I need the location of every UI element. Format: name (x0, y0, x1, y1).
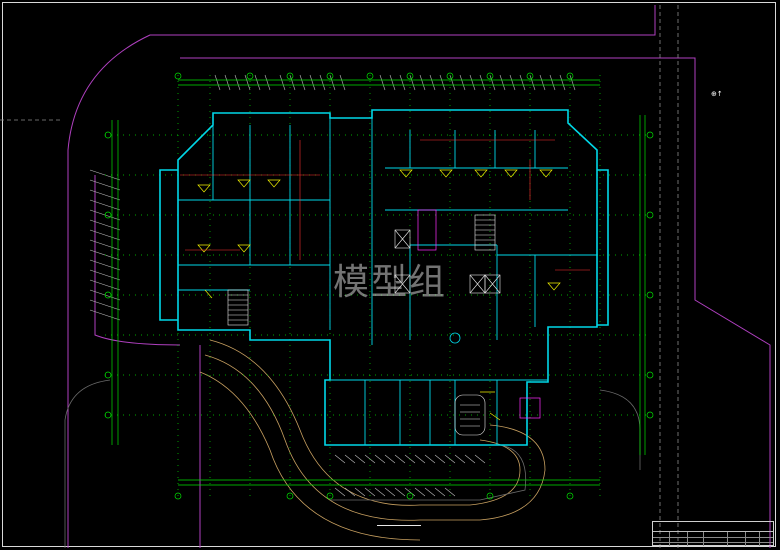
access-road (199, 339, 546, 541)
interior-walls (178, 118, 597, 445)
axis-grid (105, 75, 650, 500)
driveway (64, 379, 641, 548)
plumbing-fixtures (417, 209, 541, 419)
exterior-walls (159, 109, 609, 446)
column-marker (449, 332, 461, 344)
site-boundary (67, 5, 771, 548)
axis-bubbles (104, 72, 654, 500)
pipe-lines (180, 139, 590, 271)
plan-caption-underline (377, 525, 421, 526)
road-centerlines (0, 5, 679, 548)
watermark: 模型组 (333, 262, 448, 303)
north-arrow-icon: ⊕↑ (711, 90, 723, 98)
stairs (227, 214, 496, 436)
elevators (394, 229, 501, 294)
title-block-grid (653, 531, 773, 546)
furniture (197, 169, 561, 421)
title-block (652, 521, 774, 546)
